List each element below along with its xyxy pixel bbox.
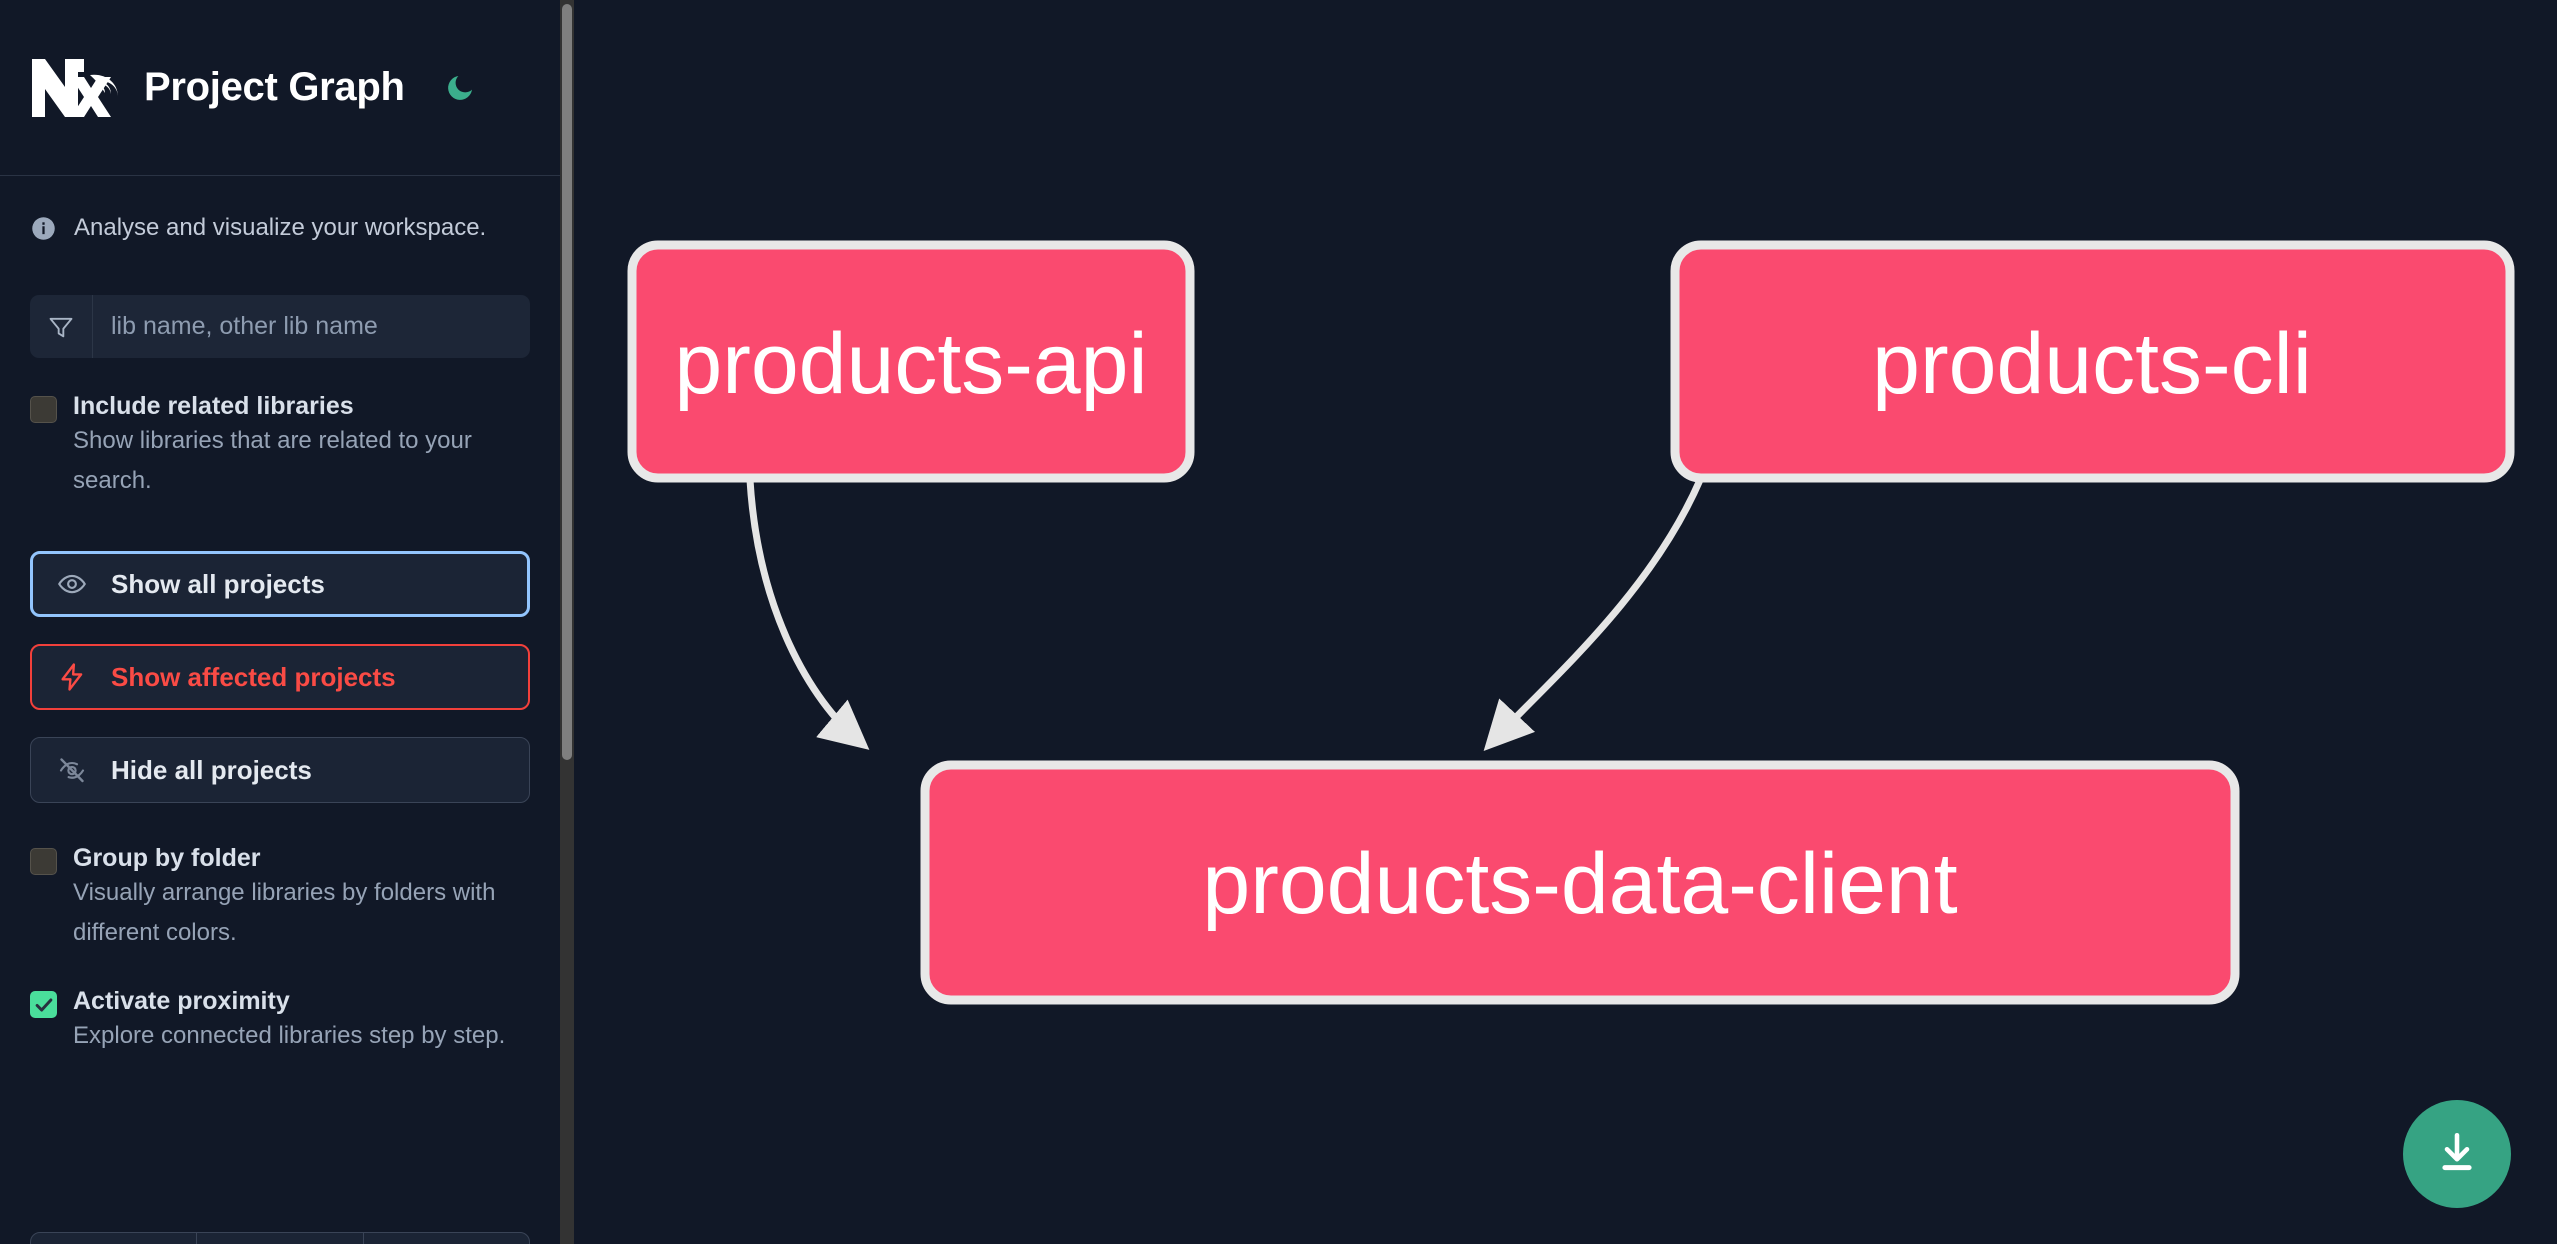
funnel-icon xyxy=(30,295,93,358)
activate-proximity-description: Explore connected libraries step by step… xyxy=(73,1022,506,1049)
page-title: Project Graph xyxy=(144,65,405,109)
show-all-projects-button[interactable]: Show all projects xyxy=(30,551,530,617)
sidebar-scrollbar-thumb[interactable] xyxy=(562,4,572,760)
show-affected-projects-label: Show affected projects xyxy=(111,661,396,692)
group-by-folder-label: Group by folder xyxy=(73,844,261,872)
group-by-folder-checkbox[interactable] xyxy=(30,848,57,875)
proximity-step-decrease[interactable] xyxy=(31,1233,198,1244)
lightning-bolt-icon xyxy=(55,660,89,694)
sidebar: Project Graph Analyse and visualize your… xyxy=(0,0,560,1244)
node-label-products-cli: products-cli xyxy=(1872,316,2312,412)
download-icon xyxy=(2432,1128,2482,1181)
edge-products-cli-to-products-data-client xyxy=(1483,478,1704,751)
edge-products-api-to-products-data-client xyxy=(746,479,870,750)
hide-all-projects-button[interactable]: Hide all projects xyxy=(30,737,530,803)
activate-proximity-checkbox[interactable] xyxy=(30,991,57,1018)
nx-logo-icon xyxy=(30,57,118,119)
group-by-folder-description: Visually arrange libraries by folders wi… xyxy=(73,879,496,946)
node-rect[interactable] xyxy=(920,760,2240,1005)
node-label-products-api: products-api xyxy=(674,316,1147,412)
proximity-step-button-group[interactable] xyxy=(30,1232,530,1244)
graph-edges xyxy=(746,478,1704,751)
project-graph-svg: products-api products-cli products-data-… xyxy=(627,240,2515,1005)
include-related-libraries-label: Include related libraries xyxy=(73,392,354,420)
checkmark-icon xyxy=(35,997,52,1012)
show-affected-projects-button[interactable]: Show affected projects xyxy=(30,644,530,710)
analyse-hint: Analyse and visualize your workspace. xyxy=(30,176,530,252)
download-image-button[interactable] xyxy=(2403,1100,2511,1208)
sidebar-header: Project Graph xyxy=(0,0,560,176)
activate-proximity-row[interactable]: Activate proximity Explore connected lib… xyxy=(30,986,530,1056)
project-visibility-buttons: Show all projects Show affected projects xyxy=(30,551,530,803)
search-input-wrapper[interactable] xyxy=(30,295,530,358)
analyse-hint-text: Analyse and visualize your workspace. xyxy=(74,214,487,241)
group-by-folder-row[interactable]: Group by folder Visually arrange librari… xyxy=(30,843,530,953)
include-related-libraries-row[interactable]: Include related libraries Show libraries… xyxy=(30,391,530,501)
include-related-libraries-checkbox[interactable] xyxy=(30,396,57,423)
graph-canvas[interactable]: products-api products-cli products-data-… xyxy=(560,0,2557,1244)
node-label-products-data-client: products-data-client xyxy=(1202,836,1957,932)
graph-node-products-cli[interactable]: products-cli xyxy=(1670,240,2515,483)
node-rect[interactable] xyxy=(627,240,1195,483)
eye-icon xyxy=(55,567,89,601)
eye-off-icon xyxy=(55,753,89,787)
sidebar-body: Analyse and visualize your workspace. In… xyxy=(0,176,560,1056)
search-input[interactable] xyxy=(93,295,530,358)
graph-node-products-data-client[interactable]: products-data-client xyxy=(920,760,2240,1005)
graph-node-products-api[interactable]: products-api xyxy=(627,240,1195,483)
include-related-libraries-description: Show libraries that are related to your … xyxy=(73,427,472,494)
node-rect[interactable] xyxy=(1670,240,2515,483)
hide-all-projects-label: Hide all projects xyxy=(111,754,312,785)
proximity-step-value[interactable] xyxy=(197,1233,364,1244)
moon-icon[interactable] xyxy=(437,65,483,111)
proximity-step-increase[interactable] xyxy=(364,1233,529,1244)
activate-proximity-label: Activate proximity xyxy=(73,987,290,1015)
show-all-projects-label: Show all projects xyxy=(111,568,325,599)
info-icon xyxy=(30,215,57,242)
